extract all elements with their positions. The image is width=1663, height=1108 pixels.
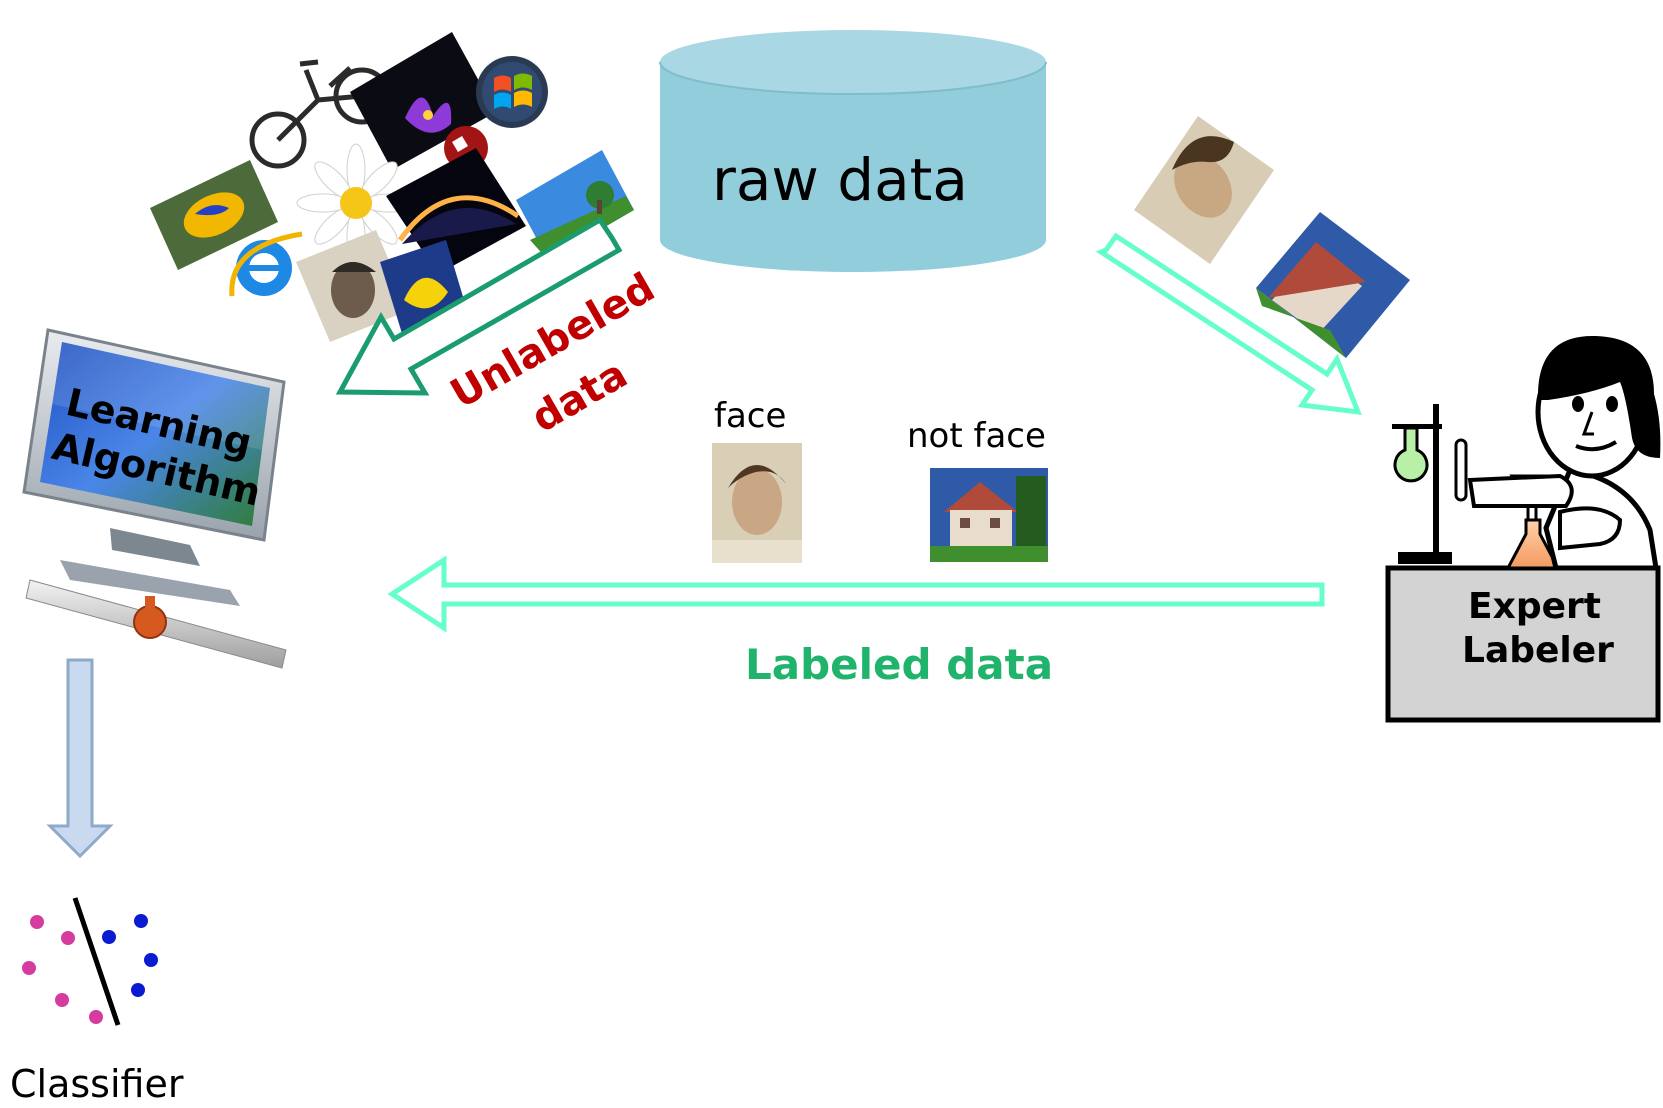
classifier-blue-point — [134, 914, 148, 928]
classifier-pink-point — [22, 961, 36, 975]
lotus-photo — [350, 32, 496, 170]
windows-logo-icon — [476, 56, 548, 128]
labeled-data-arrow — [387, 555, 1325, 633]
not-face-example-label: not face — [907, 416, 1046, 456]
classifier-blue-point — [131, 983, 145, 997]
down-arrow — [46, 658, 114, 859]
planet-photo — [386, 148, 526, 274]
not-face-example-photo — [930, 468, 1048, 562]
classifier-pink-point — [61, 931, 75, 945]
expert-labeler-label-line1: Expert — [1468, 586, 1601, 627]
query-house-photo — [1256, 212, 1410, 358]
classifier-icon — [22, 897, 158, 1026]
classifier-blue-point — [102, 930, 116, 944]
face-example-photo — [712, 443, 802, 563]
expert-labeler-figure — [1385, 335, 1661, 723]
unlabeled-data-arrow — [335, 216, 623, 396]
query-face-photo — [1134, 116, 1274, 264]
fish-photo — [150, 160, 278, 270]
classifier-pink-point — [30, 915, 44, 929]
labeled-data-label: Labeled data — [745, 640, 1054, 689]
query-arrow — [1095, 232, 1362, 416]
learning-algorithm-computer — [22, 328, 287, 669]
classifier-blue-point — [144, 953, 158, 967]
face-example-label: face — [714, 396, 787, 436]
raw-data-cylinder — [659, 30, 1047, 272]
expert-labeler-label-line2: Labeler — [1462, 630, 1614, 671]
classifier-pink-point — [89, 1010, 103, 1024]
classifier-label: Classifier — [10, 1062, 184, 1106]
internet-explorer-icon — [229, 231, 303, 297]
unlabeled-images-collage — [150, 20, 634, 342]
raw-data-label: raw data — [712, 146, 968, 214]
classifier-pink-point — [55, 993, 69, 1007]
